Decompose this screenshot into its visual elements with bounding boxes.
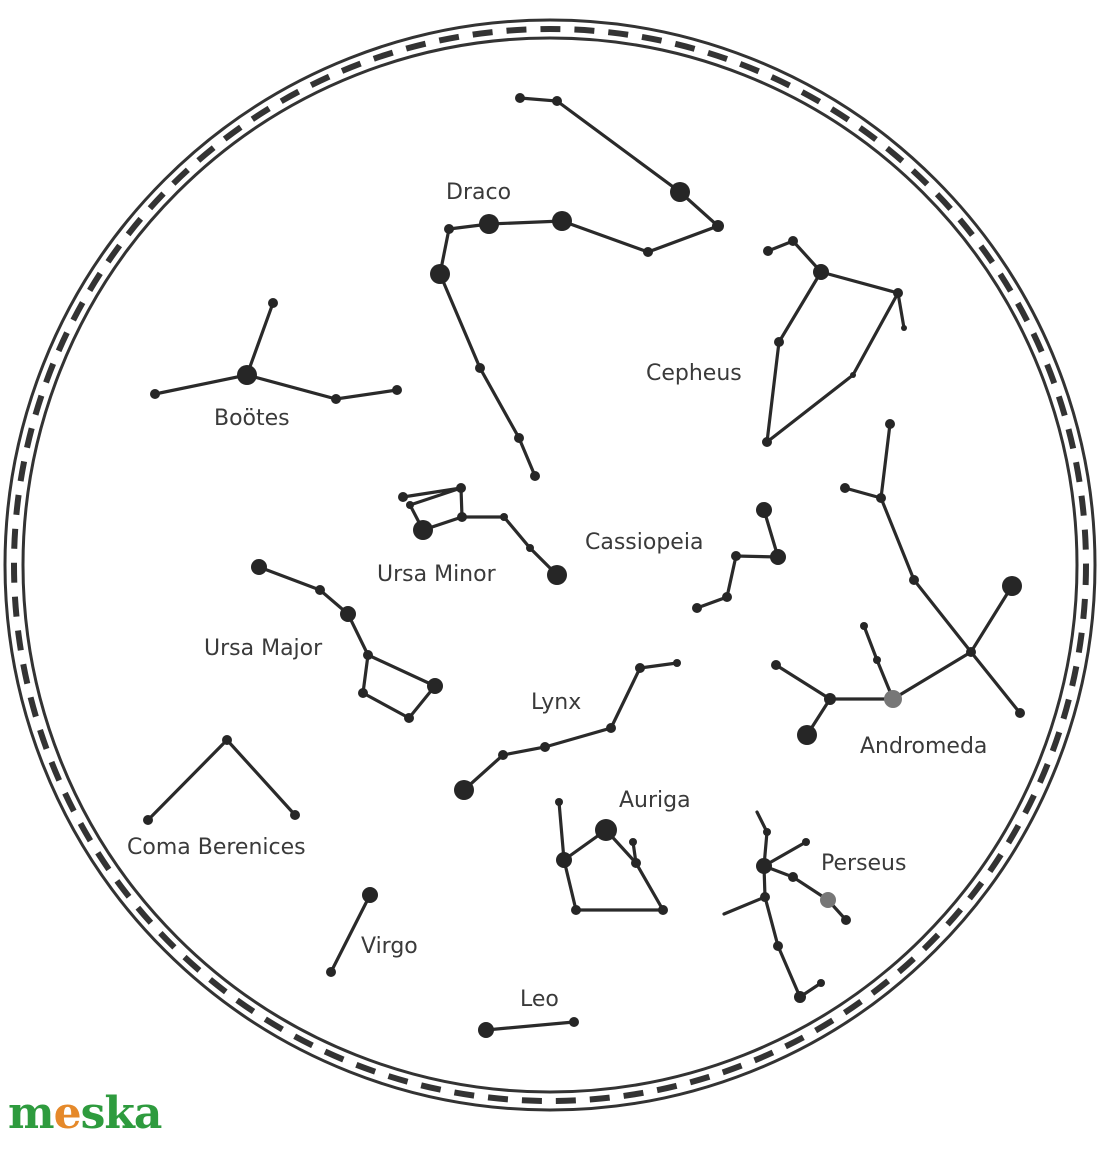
- label-cassiopeia: Cassiopeia: [585, 530, 703, 555]
- constellation-lynx: [454, 659, 681, 800]
- chart-frame: [3, 18, 1097, 1112]
- constellation-auriga: [555, 798, 668, 915]
- constellation-bootes: [150, 298, 402, 404]
- constellation-perseus: [722, 810, 851, 1003]
- label-auriga: Auriga: [619, 788, 691, 813]
- constellation-labels: Draco Cepheus Boötes Ursa Minor Cassiope…: [127, 180, 987, 1012]
- label-bootes: Boötes: [214, 406, 290, 431]
- label-perseus: Perseus: [821, 851, 906, 876]
- label-coma-berenices: Coma Berenices: [127, 835, 306, 860]
- label-cepheus: Cepheus: [646, 361, 742, 386]
- constellation-virgo: [326, 887, 378, 977]
- constellation-draco: [430, 93, 724, 481]
- label-draco: Draco: [446, 180, 511, 205]
- constellation-ursa-minor: [398, 483, 567, 585]
- constellation-leo: [478, 1017, 579, 1038]
- label-andromeda: Andromeda: [860, 734, 987, 759]
- constellation-coma-berenices: [143, 735, 300, 825]
- constellation-cassiopeia: [692, 502, 786, 613]
- label-leo: Leo: [520, 987, 559, 1012]
- constellation-ursa-major: [251, 559, 443, 723]
- constellation-andromeda: [771, 419, 1025, 745]
- constellation-cepheus: [762, 236, 907, 447]
- brand-logo: meska: [8, 1088, 162, 1139]
- label-ursa-major: Ursa Major: [204, 636, 323, 661]
- label-lynx: Lynx: [531, 690, 581, 715]
- label-ursa-minor: Ursa Minor: [377, 562, 497, 587]
- label-virgo: Virgo: [361, 934, 418, 959]
